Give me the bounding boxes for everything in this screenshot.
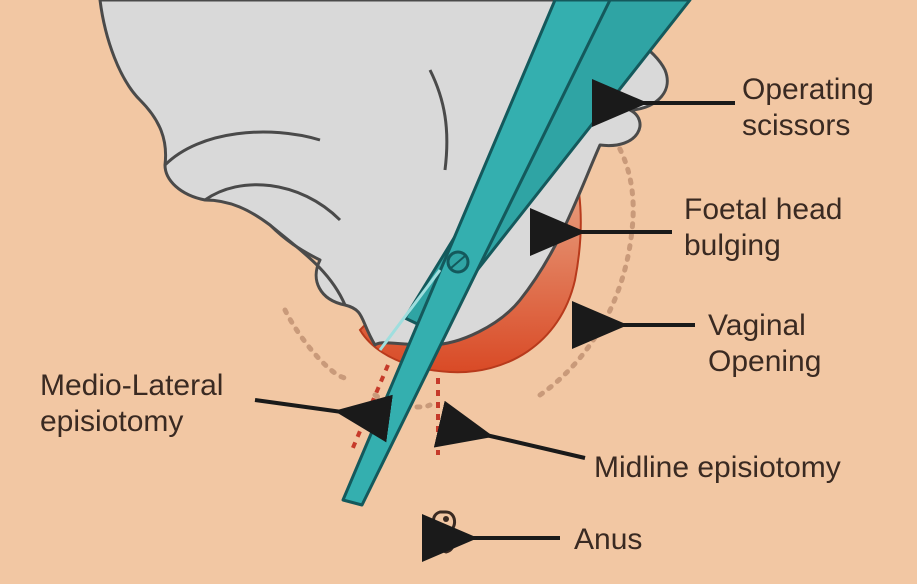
label-vaginal-opening: Vaginal Opening: [708, 308, 821, 380]
finger-line: [163, 130, 321, 167]
label-medio-lateral-line1: Medio-Lateral: [40, 369, 224, 402]
label-foetal-head: Foetal head bulging: [684, 192, 842, 264]
label-vaginal-opening-line1: Vaginal: [708, 309, 806, 342]
label-vaginal-opening-line2: Opening: [708, 345, 822, 378]
finger-line: [428, 69, 449, 171]
scissors-highlight: [378, 269, 442, 351]
arrow-medio-lateral: [254, 394, 393, 443]
label-operating-scissors-line2: scissors: [742, 109, 851, 142]
label-foetal-head-line1: Foetal head: [684, 193, 843, 226]
label-foetal-head-line2: bulging: [684, 229, 781, 262]
anus-symbol: [432, 510, 456, 554]
arrow-midline: [433, 400, 586, 460]
scissors-blade-lower: [341, 0, 612, 507]
label-midline-episiotomy: Midline episiotomy: [594, 451, 841, 484]
label-medio-lateral-line2: episiotomy: [40, 405, 184, 438]
label-operating-scissors: Operating scissors: [742, 72, 874, 144]
label-operating-scissors-line1: Operating: [742, 73, 874, 106]
finger-line: [204, 183, 342, 222]
label-anus: Anus: [574, 523, 643, 556]
finger-line: [269, 223, 347, 306]
label-medio-lateral: Medio-Lateral episiotomy: [40, 368, 223, 440]
